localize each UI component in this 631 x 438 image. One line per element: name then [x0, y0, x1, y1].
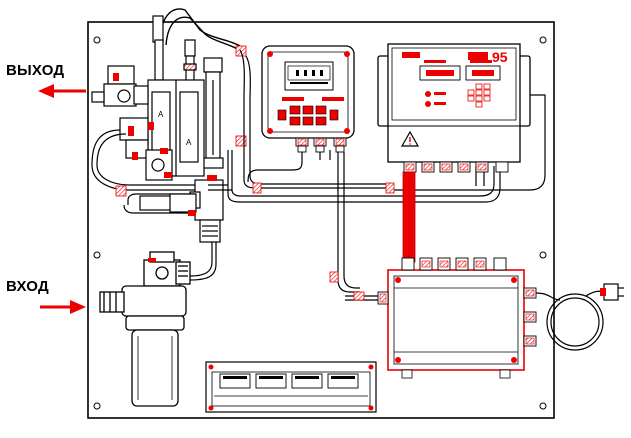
svg-text:A: A	[158, 110, 164, 119]
controller-large: 95	[377, 43, 531, 173]
warning-triangle-icon	[400, 130, 420, 147]
outlet-label: ВЫХОД	[6, 62, 65, 79]
outlet-arrow-icon	[38, 84, 86, 98]
board-screw-holes	[93, 36, 547, 410]
controller-small	[261, 45, 355, 153]
power-cable-bundle	[402, 171, 416, 263]
inlet-arrow-icon	[40, 300, 86, 314]
svg-text:A: A	[186, 138, 192, 147]
inlet-label: ВХОД	[6, 278, 49, 295]
power-cord	[535, 283, 624, 351]
pre-filter	[99, 251, 191, 407]
svg-text:95: 95	[492, 49, 508, 65]
flow-cell-assembly: A A	[91, 8, 243, 281]
junction-box	[377, 257, 537, 379]
cable-clip-markers	[252, 182, 395, 301]
reagent-tray	[205, 361, 377, 413]
